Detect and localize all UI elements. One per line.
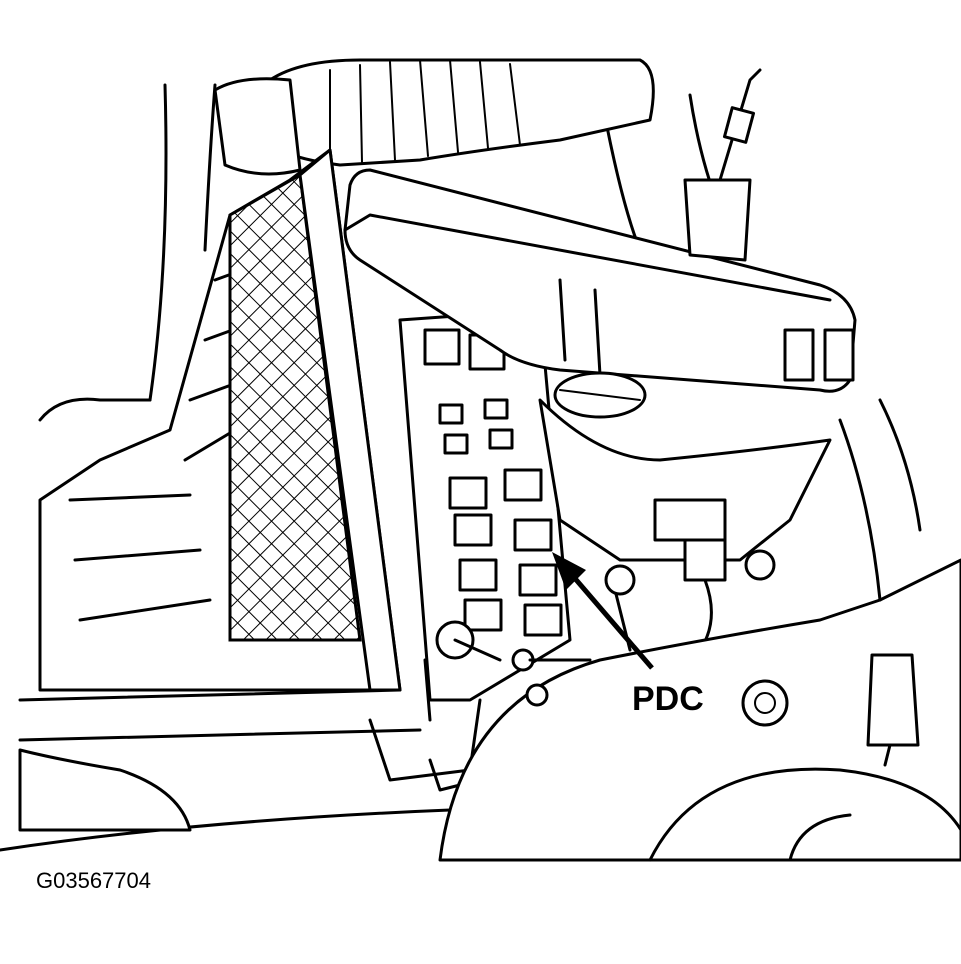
sensor-rod-top [683,68,762,262]
pdc-cover [343,168,857,393]
sensor-rod-right [838,398,922,767]
brake-master-cylinder [538,371,832,652]
pdc-callout-label: PDC [632,680,704,718]
power-distribution-center [368,308,572,792]
intake-hose [213,58,655,176]
ground-cables [423,620,592,722]
brake-booster [438,558,961,862]
figure-id: G03567704 [36,868,151,893]
pdc-callout-arrow [552,552,654,670]
air-filter-housing [0,148,452,852]
